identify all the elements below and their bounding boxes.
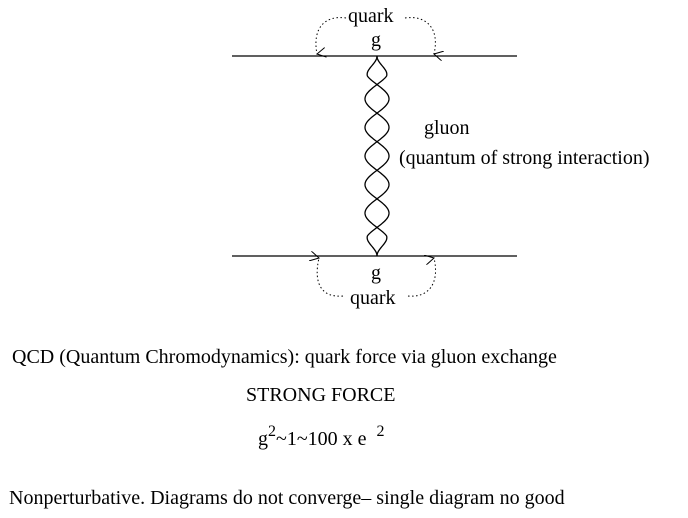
qcd-description: QCD (Quantum Chromodynamics): quark forc… — [12, 346, 557, 368]
gluon-line-strand — [364, 55, 390, 257]
nonperturbative-note: Nonperturbative. Diagrams do not converg… — [9, 487, 565, 509]
gluon-description: (quantum of strong interaction) — [399, 147, 650, 169]
top-left-dotted-arrow — [315, 17, 347, 54]
top-quark-label: quark — [348, 5, 394, 27]
coupling-e-exponent: 2 — [376, 423, 385, 440]
strong-force-title: STRONG FORCE — [246, 384, 396, 406]
gluon-line-strand — [364, 55, 390, 257]
coupling-formula: g2~1~100 x e 2 — [258, 424, 385, 450]
coupling-g-exponent: 2 — [268, 423, 276, 440]
bottom-left-dotted-arrow — [317, 258, 344, 297]
bottom-quark-label: quark — [350, 287, 396, 309]
coupling-range: ~1~100 x e — [276, 428, 367, 450]
top-right-dotted-arrow — [404, 17, 435, 54]
coupling-g: g — [258, 428, 268, 450]
top-vertex-label: g — [371, 29, 381, 51]
gluon-label: gluon — [424, 117, 470, 139]
bottom-right-dotted-arrow — [407, 258, 436, 297]
bottom-vertex-label: g — [371, 262, 381, 284]
